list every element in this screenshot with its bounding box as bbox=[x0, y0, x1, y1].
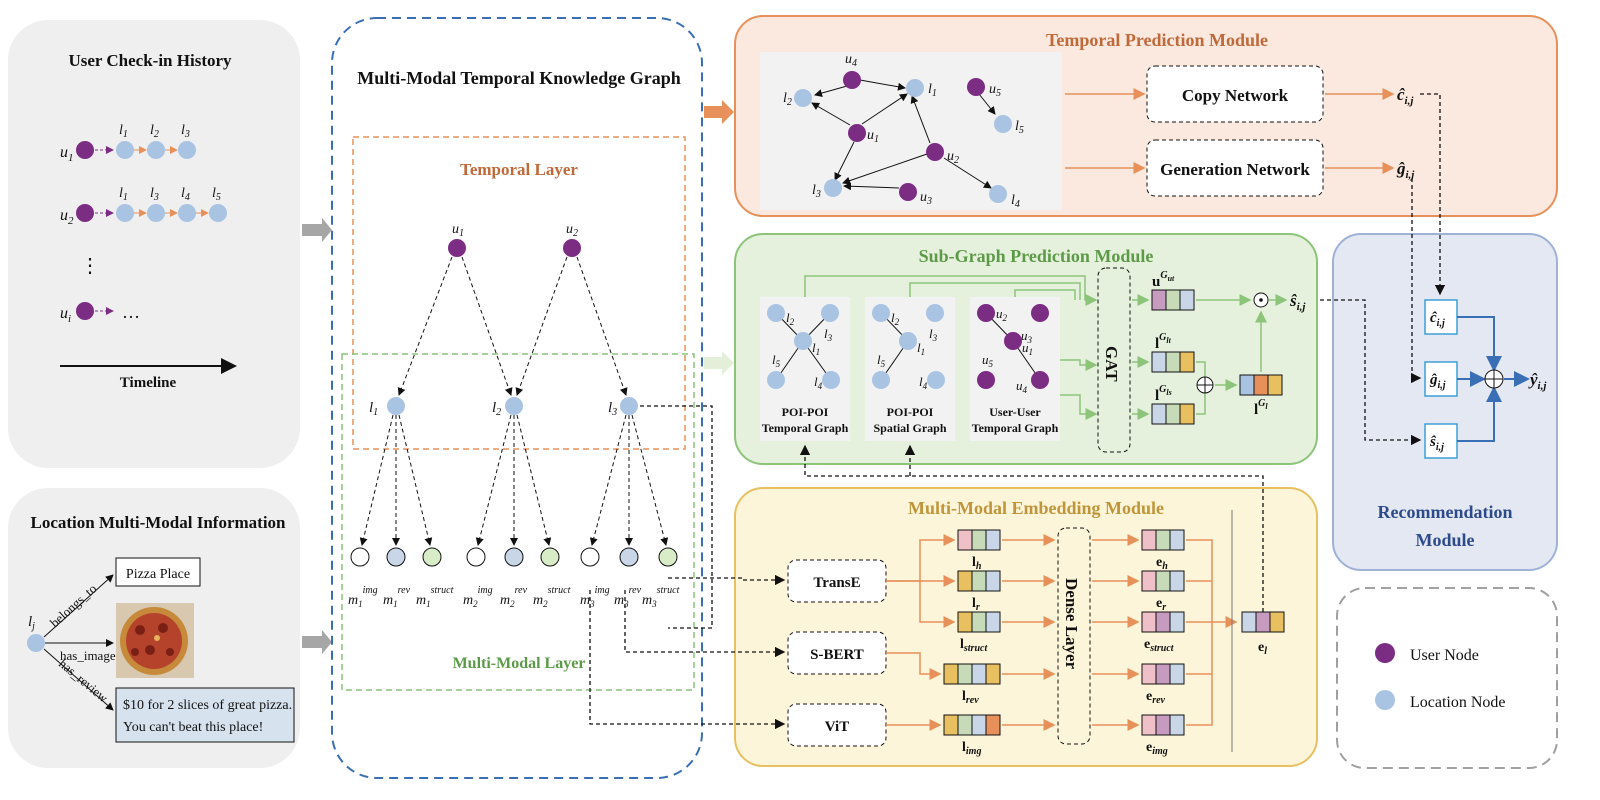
graph1-line2: Temporal Graph bbox=[762, 421, 849, 435]
graph3-line2: Temporal Graph bbox=[972, 421, 1059, 435]
temporal-layer-label: Temporal Layer bbox=[460, 160, 578, 179]
svg-text:l2: l2 bbox=[891, 310, 900, 327]
timeline-label: Timeline bbox=[120, 375, 177, 391]
recommendation-title-2: Module bbox=[1415, 530, 1474, 550]
svg-text:l3: l3 bbox=[824, 326, 833, 343]
graph3-line1: User-User bbox=[989, 405, 1041, 419]
svg-text:u3: u3 bbox=[1021, 328, 1033, 345]
temporal-module-title: Temporal Prediction Module bbox=[1046, 30, 1268, 50]
location-info-panel: Location Multi-Modal Information lj belo… bbox=[8, 488, 300, 768]
category-box: Pizza Place bbox=[126, 567, 190, 582]
gat-label: GAT bbox=[1102, 346, 1121, 382]
edge-has-image: has_image bbox=[60, 648, 116, 663]
pizza-image bbox=[116, 603, 194, 678]
graph2-line1: POI-POI bbox=[887, 405, 934, 419]
svg-text:u5: u5 bbox=[982, 352, 994, 369]
history-title: User Check-in History bbox=[68, 51, 232, 70]
temporal-prediction-module: Temporal Prediction Module u4 l2 u1 bbox=[734, 15, 1558, 217]
user-node bbox=[76, 141, 94, 159]
svg-text:l5: l5 bbox=[212, 186, 221, 203]
generation-network: Generation Network bbox=[1160, 160, 1310, 179]
recommendation-module: Recommendation Module ĉi,j ĝi,j ŝi,j ŷi,… bbox=[1332, 233, 1558, 571]
recommendation-title-1: Recommendation bbox=[1378, 502, 1513, 522]
svg-text:u2: u2 bbox=[996, 306, 1008, 323]
svg-text:l3: l3 bbox=[929, 326, 938, 343]
multimodal-layer-label: Multi-Modal Layer bbox=[453, 655, 586, 672]
svg-text:lh: lh bbox=[972, 555, 982, 572]
svg-text:l3: l3 bbox=[181, 123, 190, 140]
svg-text:lr: lr bbox=[972, 596, 980, 613]
svg-text:u1: u1 bbox=[1022, 340, 1033, 357]
svg-text:l1: l1 bbox=[119, 123, 128, 140]
svg-text:l4: l4 bbox=[1011, 193, 1020, 210]
svg-text:er: er bbox=[1156, 596, 1166, 613]
mmtkg-panel: Multi-Modal Temporal Knowledge Graph Tem… bbox=[331, 17, 703, 779]
sbert-label: S-BERT bbox=[810, 647, 864, 663]
svg-text:l4: l4 bbox=[181, 186, 190, 203]
vit-label: ViT bbox=[825, 719, 849, 735]
svg-text:l1: l1 bbox=[917, 340, 925, 357]
svg-text:el: el bbox=[1258, 640, 1267, 657]
svg-text:l1: l1 bbox=[928, 82, 937, 99]
svg-text:l2: l2 bbox=[783, 91, 792, 108]
embedding-module-title: Multi-Modal Embedding Module bbox=[908, 498, 1164, 518]
review-line-1: $10 for 2 slices of great pizza. bbox=[123, 698, 292, 713]
svg-text:l4: l4 bbox=[919, 374, 928, 391]
vertical-dots: ⋮ bbox=[80, 255, 100, 277]
svg-text:l5: l5 bbox=[1015, 119, 1024, 136]
svg-text:l2: l2 bbox=[492, 400, 501, 418]
review-line-2: You can't beat this place! bbox=[123, 720, 263, 735]
dense-layer-label: Dense Layer bbox=[1062, 578, 1081, 670]
svg-text:l2: l2 bbox=[786, 310, 795, 327]
copy-network: Copy Network bbox=[1182, 86, 1289, 105]
legend-location-icon bbox=[1375, 690, 1395, 710]
svg-text:l5: l5 bbox=[877, 352, 886, 369]
subgraph-module-title: Sub-Graph Prediction Module bbox=[919, 246, 1154, 266]
svg-text:u4: u4 bbox=[1016, 378, 1028, 395]
svg-text:l5: l5 bbox=[772, 352, 781, 369]
svg-text:l4: l4 bbox=[814, 374, 823, 391]
legend-user-icon bbox=[1375, 643, 1395, 663]
checkin-history-panel: User Check-in History u1 l1 l2 l3 u2 l1 … bbox=[8, 20, 300, 468]
embedding-module: Multi-Modal Embedding Module TransE S-BE… bbox=[734, 487, 1318, 767]
graph2-line2: Spatial Graph bbox=[873, 421, 946, 435]
graph1-line1: POI-POI bbox=[782, 405, 829, 419]
svg-text:l1: l1 bbox=[369, 400, 378, 418]
svg-text:l1: l1 bbox=[119, 186, 128, 203]
svg-text:l3: l3 bbox=[608, 400, 617, 418]
svg-text:lj: lj bbox=[28, 614, 35, 632]
svg-text:l3: l3 bbox=[812, 183, 821, 200]
transe-label: TransE bbox=[813, 575, 860, 591]
location-info-title: Location Multi-Modal Information bbox=[31, 513, 287, 532]
svg-text:l3: l3 bbox=[150, 186, 159, 203]
legend-user-label: User Node bbox=[1410, 647, 1479, 664]
svg-text:ui: ui bbox=[60, 305, 71, 325]
svg-text:l2: l2 bbox=[150, 123, 159, 140]
legend-location-label: Location Node bbox=[1410, 694, 1506, 711]
svg-text:l1: l1 bbox=[812, 340, 820, 357]
legend: User Node Location Node bbox=[1336, 587, 1558, 769]
subgraph-embeddings bbox=[1151, 289, 1283, 425]
ellipsis: … bbox=[122, 302, 140, 322]
mmtkg-title: Multi-Modal Temporal Knowledge Graph bbox=[357, 68, 681, 88]
